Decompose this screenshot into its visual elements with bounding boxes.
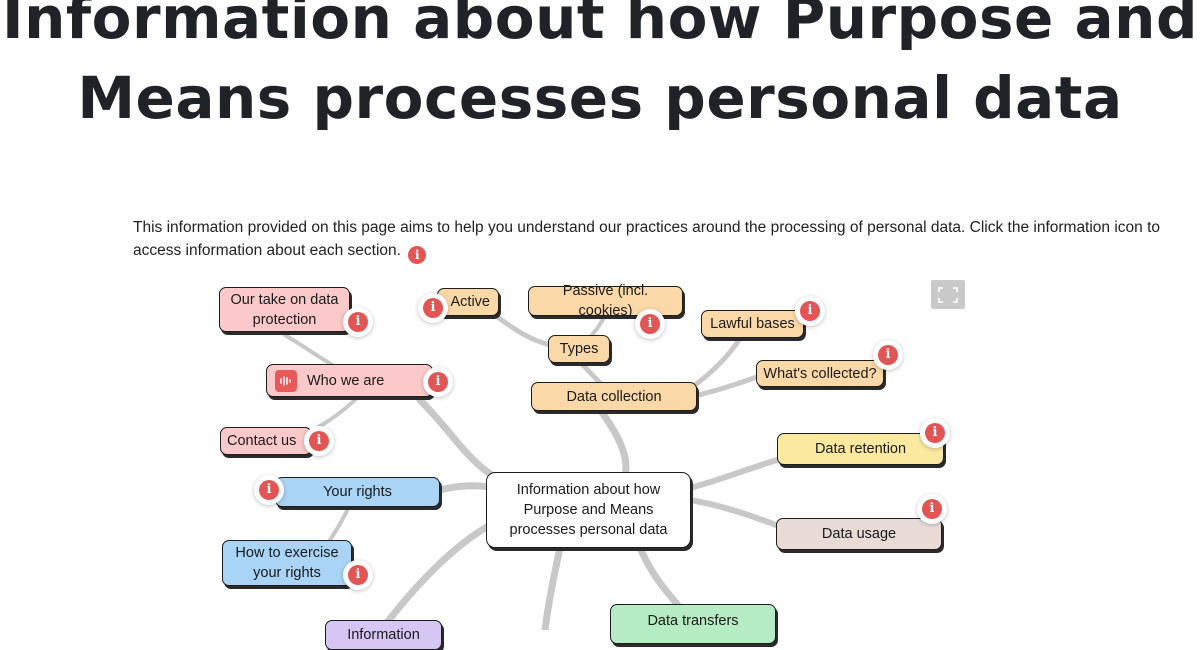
branch-data-transfers <box>636 544 682 609</box>
node-data-collection[interactable]: Data collection <box>531 382 697 411</box>
branch-center-down <box>541 544 564 630</box>
branch-information <box>381 521 494 629</box>
node-label: Types <box>559 341 599 357</box>
node-your-rights[interactable]: Your rights <box>275 477 440 507</box>
node-passive-incl-cookies[interactable]: Passive (incl. cookies) <box>528 283 683 319</box>
node-our-take-on-data-protection[interactable]: Our take on data protection <box>219 287 350 332</box>
info-icon[interactable]: i <box>873 340 903 370</box>
node-label: Passive (incl. cookies) <box>562 283 649 319</box>
info-icon[interactable]: i <box>635 309 665 339</box>
branch-your-rights <box>436 482 494 494</box>
info-icon[interactable]: i <box>920 418 950 448</box>
node-label: Lawful bases <box>710 316 795 332</box>
info-icon[interactable]: i <box>423 367 453 397</box>
branch-types <box>577 359 603 386</box>
node-label: Active <box>450 294 491 310</box>
node-label: Information <box>347 627 420 643</box>
branch-data-usage <box>687 497 779 528</box>
node-data-transfers[interactable]: Data transfers <box>610 604 776 644</box>
branch-how-to-exercise <box>328 503 352 542</box>
intro-paragraph: This information provided on this page a… <box>133 216 1183 264</box>
node-label: Data retention <box>814 441 907 457</box>
info-icon[interactable]: i <box>418 293 448 323</box>
branch-whats-collected <box>695 374 760 398</box>
node-how-to-exercise-your-rights[interactable]: How to exercise your rights <box>222 540 352 586</box>
page-title: Information about how Purpose and Means … <box>0 0 1200 138</box>
node-who-we-are[interactable]: Who we are <box>266 364 433 397</box>
node-label: Your rights <box>323 484 392 500</box>
node-label: your rights <box>253 565 321 581</box>
info-icon[interactable]: i <box>343 560 373 590</box>
node-label: Information about how <box>516 482 661 498</box>
node-information[interactable]: Information <box>325 620 442 650</box>
info-icon[interactable]: i <box>254 475 284 505</box>
intro-text: This information provided on this page a… <box>133 218 1161 259</box>
branch-data-retention <box>687 457 780 491</box>
node-label: protection <box>252 311 317 328</box>
branch-data-collection <box>596 406 630 479</box>
node-center-topic[interactable]: Information about how Purpose and Means … <box>486 472 691 548</box>
node-whats-collected[interactable]: What's collected? <box>756 360 884 387</box>
page-title-line-2: Means processes personal data <box>77 64 1123 132</box>
node-label: Purpose and Means <box>523 502 654 518</box>
node-label: Data collection <box>566 388 662 405</box>
node-contact-us[interactable]: Contact us <box>220 427 312 455</box>
node-label: What's collected? <box>763 365 877 382</box>
branch-active <box>492 312 553 348</box>
page-title-line-1: Information about how Purpose and <box>2 0 1198 52</box>
fullscreen-button[interactable] <box>931 280 965 309</box>
fullscreen-icon <box>938 286 958 303</box>
node-label: Who we are <box>307 372 385 389</box>
info-icon[interactable]: i <box>795 296 825 326</box>
node-data-retention[interactable]: Data retention <box>777 433 944 465</box>
info-icon[interactable]: i <box>304 426 334 456</box>
node-types[interactable]: Types <box>548 335 610 363</box>
node-label: Data transfers <box>647 613 739 629</box>
branch-lawful-bases <box>685 335 743 393</box>
node-label: Contact us <box>227 433 297 449</box>
node-lawful-bases[interactable]: Lawful bases <box>701 310 804 338</box>
node-label: processes personal data <box>509 522 668 538</box>
node-label: How to exercise <box>235 545 339 561</box>
audio-wave-icon[interactable] <box>275 369 297 392</box>
info-icon[interactable]: i <box>343 307 373 337</box>
node-label: Our take on data <box>230 291 339 308</box>
info-icon[interactable]: i <box>408 245 427 264</box>
info-icon[interactable]: i <box>917 494 947 524</box>
node-label: Data usage <box>821 526 897 542</box>
node-data-usage[interactable]: Data usage <box>776 518 942 550</box>
